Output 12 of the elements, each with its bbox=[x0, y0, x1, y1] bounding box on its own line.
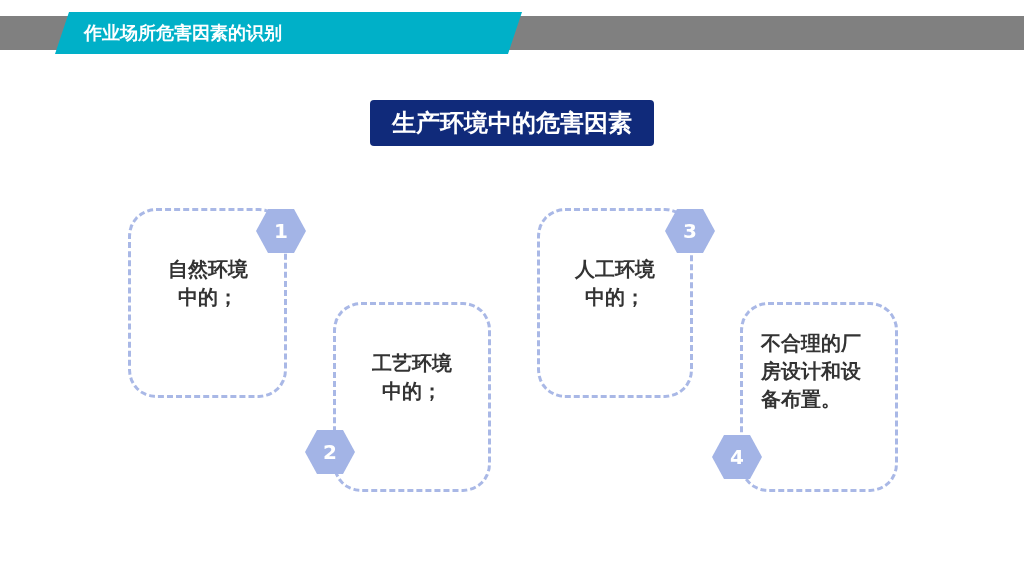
node-text: 生产环境中的危害因素 bbox=[392, 108, 632, 139]
badge-number: 3 bbox=[683, 218, 697, 245]
node-text: 人工环境中的； bbox=[574, 256, 656, 311]
node-text: 不合理的厂房设计和设备布置。 bbox=[761, 330, 862, 413]
node-text: 自然环境中的； bbox=[166, 256, 249, 311]
badge-number: 2 bbox=[323, 439, 337, 466]
node-text: 工艺环境中的； bbox=[371, 350, 453, 405]
title: 作业场所危害因素的识别 bbox=[84, 21, 282, 45]
badge-number: 1 bbox=[274, 218, 288, 245]
dashed-card bbox=[128, 208, 287, 398]
heading-box bbox=[370, 100, 654, 146]
badge-number: 4 bbox=[730, 444, 744, 471]
